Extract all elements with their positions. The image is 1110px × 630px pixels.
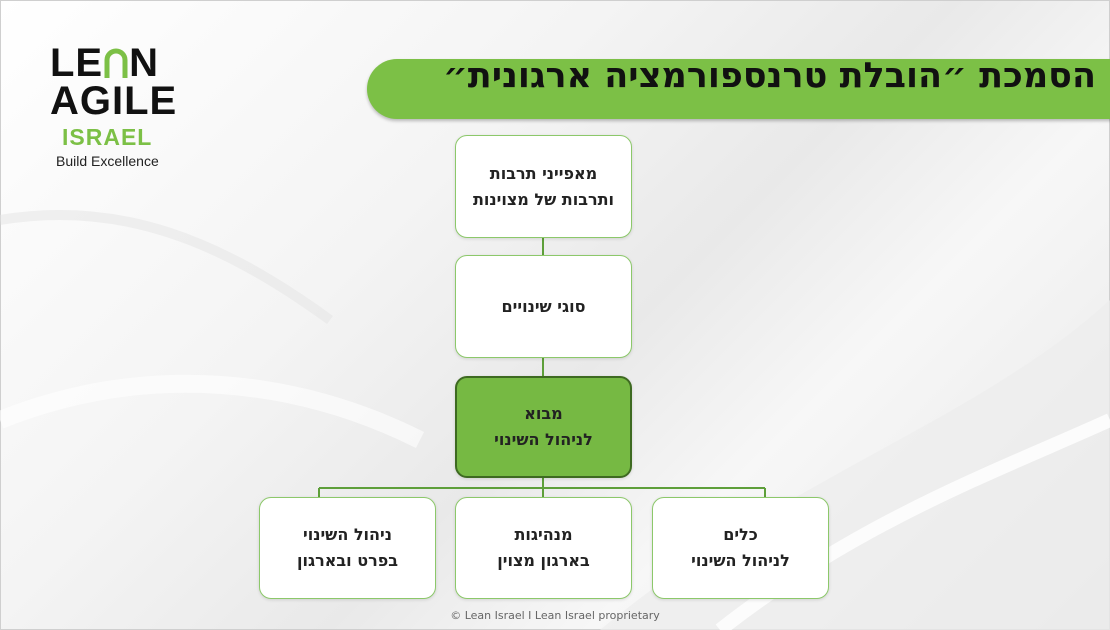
- logo-line-agile: AGILE: [50, 79, 178, 123]
- node-personal-org-change[interactable]: ניהול השינוי בפרט ובארגון: [259, 497, 436, 599]
- logo-line-israel: ISRAEL: [62, 124, 153, 150]
- node-tools[interactable]: כלים לניהול השינוי: [652, 497, 829, 599]
- node-change-types[interactable]: סוגי שינויים: [455, 255, 632, 358]
- title-banner: [367, 59, 1110, 119]
- logo-tagline: Build Excellence: [56, 153, 159, 169]
- node-culture[interactable]: מאפייני תרבות ותרבות של מצוינות: [455, 135, 632, 238]
- node-leadership[interactable]: מנהיגות בארגון מצוין: [455, 497, 632, 599]
- arch-icon: [104, 48, 128, 78]
- copyright-footer: © Lean Israel I Lean Israel proprietary: [450, 609, 660, 622]
- node-intro-change-management[interactable]: מבוא לניהול השינוי: [455, 376, 632, 478]
- page-title: הסמכת ״הובלת טרנספורמציה ארגונית״: [442, 56, 1096, 96]
